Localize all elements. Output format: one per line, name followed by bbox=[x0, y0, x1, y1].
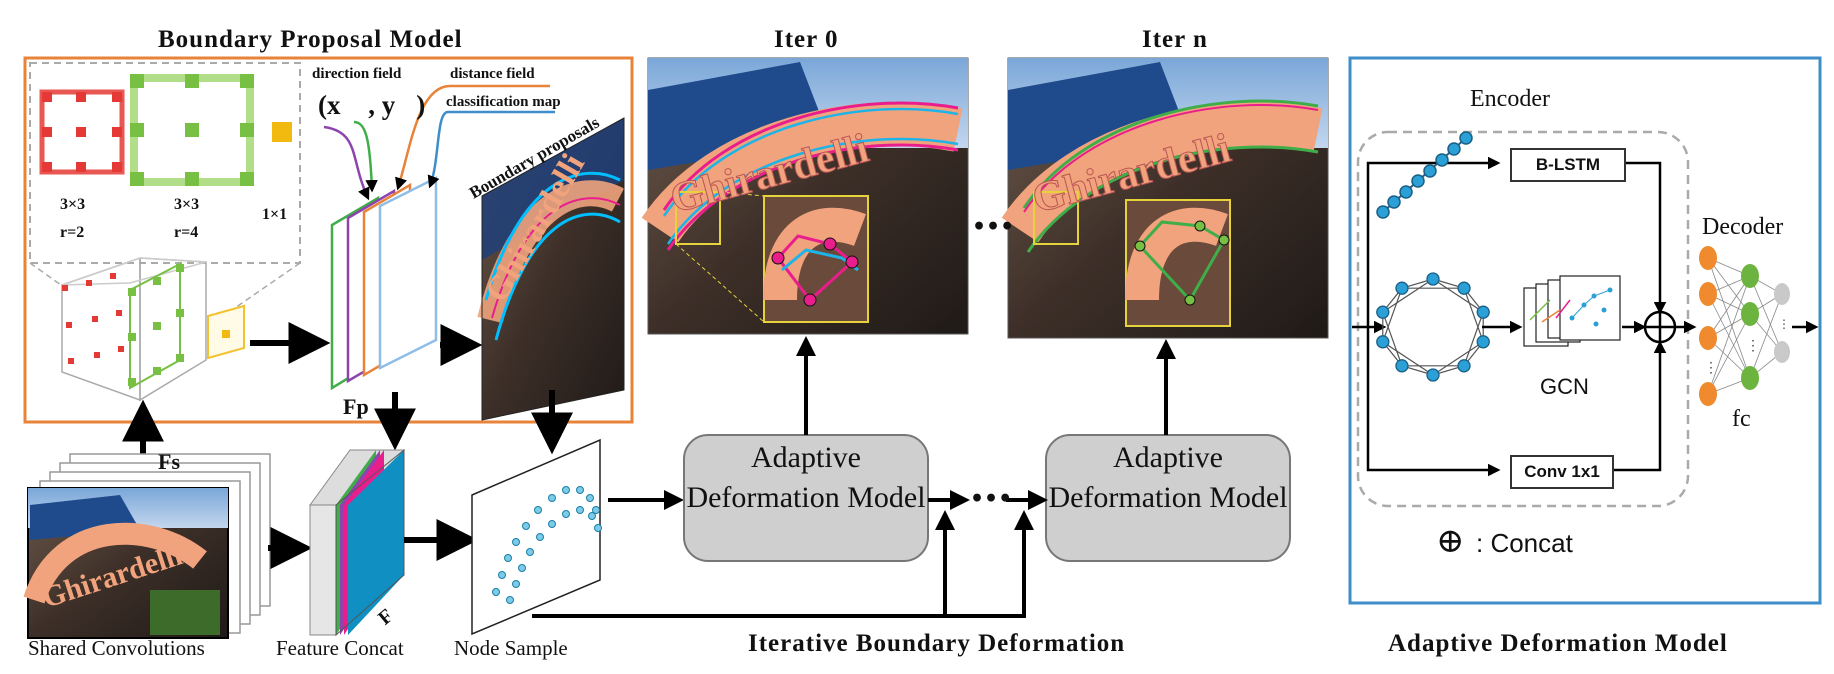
svg-text:⋮: ⋮ bbox=[1746, 338, 1760, 354]
concat-legend-label: : Concat bbox=[1476, 528, 1573, 558]
itern-zoom-inset bbox=[1125, 199, 1231, 327]
graph-node bbox=[1376, 335, 1390, 349]
boundary-proposals-image bbox=[477, 117, 625, 421]
itern-title: Iter n bbox=[1142, 26, 1208, 53]
kernel-green-rate: r=4 bbox=[174, 224, 199, 241]
boundary-proposal-title: Boundary Proposal Model bbox=[158, 26, 463, 53]
gcn-panels bbox=[1523, 275, 1621, 347]
kernel-green-dilated bbox=[130, 74, 254, 186]
fs-label: Fs bbox=[158, 449, 180, 474]
kernel-green-size: 3×3 bbox=[174, 196, 200, 213]
ellipsis-top: ••• bbox=[972, 214, 1015, 240]
conv-box: Conv 1x1 bbox=[1510, 455, 1614, 489]
itern-image bbox=[1001, 57, 1329, 339]
adm-title: Adaptive Deformation Model bbox=[1388, 630, 1728, 657]
shared-conv-photo bbox=[23, 487, 229, 639]
adm-box-1-label: Adaptive Deformation Model bbox=[686, 441, 926, 514]
graph-node bbox=[1426, 368, 1440, 382]
kernel-red-rate: r=2 bbox=[60, 224, 85, 241]
node-sample-caption: Node Sample bbox=[454, 636, 568, 660]
graph-node bbox=[1476, 305, 1490, 319]
node-sample-panel bbox=[471, 438, 602, 636]
decoder-network: ⋮ ⋮ ⋮ bbox=[1699, 246, 1790, 406]
encoder-label: Encoder bbox=[1470, 86, 1550, 112]
fc-label: fc bbox=[1732, 406, 1751, 432]
decoder-label: Decoder bbox=[1702, 214, 1784, 240]
concat-symbol-legend: ⊕ bbox=[1436, 521, 1465, 561]
svg-text:⋮: ⋮ bbox=[1778, 317, 1790, 331]
graph-node bbox=[1476, 335, 1490, 349]
feature-concat-slab bbox=[309, 448, 405, 637]
shared-conv-caption: Shared Convolutions bbox=[28, 636, 205, 660]
feature-cube bbox=[61, 256, 245, 402]
iter0-zoom-inset bbox=[763, 195, 869, 323]
feature-concat-caption: Feature Concat bbox=[276, 636, 404, 660]
svg-text:⋮: ⋮ bbox=[1704, 360, 1718, 376]
adm-frame bbox=[1348, 56, 1822, 605]
direction-vector-label: (x⃗ , y⃗) bbox=[318, 90, 426, 120]
direction-field-label: direction field bbox=[312, 66, 402, 82]
distance-field-label: distance field bbox=[450, 66, 535, 82]
kernel-yellow-size: 1×1 bbox=[262, 206, 288, 223]
shared-conv-stack bbox=[23, 453, 271, 639]
graph-node bbox=[1395, 359, 1409, 373]
kernel-red-size: 3×3 bbox=[60, 196, 86, 213]
graph-node bbox=[1395, 281, 1409, 295]
sequence-nodes bbox=[1376, 131, 1473, 219]
kernel-red-dilated bbox=[39, 89, 125, 175]
field-maps-stack bbox=[330, 175, 438, 391]
graph-node bbox=[1457, 359, 1471, 373]
graph-ring bbox=[1376, 272, 1490, 382]
graph-node bbox=[1457, 281, 1471, 295]
fp-label: Fp bbox=[343, 394, 369, 419]
blstm-box: B-LSTM bbox=[1510, 148, 1626, 182]
ellipsis-bottom: ••• bbox=[970, 486, 1013, 512]
kernel-yellow-1x1 bbox=[272, 122, 292, 142]
gcn-label: GCN bbox=[1540, 374, 1589, 399]
iter0-title: Iter 0 bbox=[774, 26, 839, 53]
boundary-proposal-frame bbox=[23, 56, 634, 424]
kernel-inset-frame bbox=[29, 62, 301, 264]
iter0-image bbox=[641, 57, 969, 335]
graph-node bbox=[1376, 305, 1390, 319]
classification-map-label: classification map bbox=[446, 94, 561, 110]
graph-node bbox=[1426, 272, 1440, 286]
iterative-title: Iterative Boundary Deformation bbox=[748, 630, 1126, 657]
encoder-frame bbox=[1356, 130, 1690, 508]
adm-box-n-label: Adaptive Deformation Model bbox=[1048, 441, 1288, 514]
concat-symbol-main bbox=[1643, 310, 1677, 344]
